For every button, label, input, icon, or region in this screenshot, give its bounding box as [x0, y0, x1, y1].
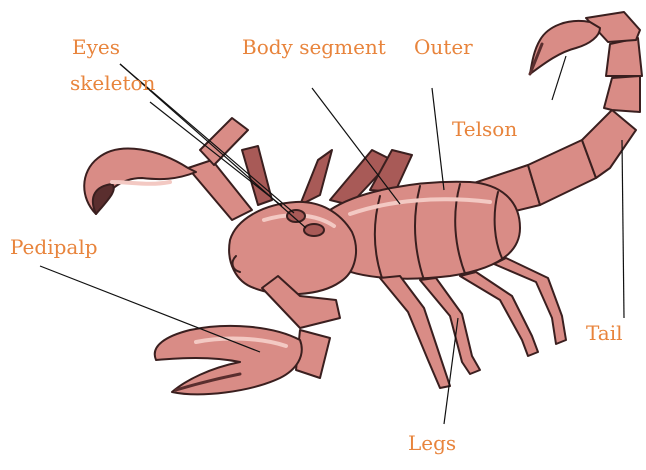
upper-claw — [84, 118, 252, 220]
label-legs: Legs — [408, 432, 456, 454]
leader-tail — [622, 140, 624, 318]
label-telson: Telson — [452, 118, 517, 140]
telson — [530, 21, 600, 74]
leader-legs — [444, 318, 458, 424]
lower-claw — [155, 276, 340, 394]
label-tail: Tail — [586, 322, 623, 344]
leader-outer — [432, 88, 444, 190]
label-pedipalp: Pedipalp — [10, 236, 98, 258]
leader-telson — [552, 56, 566, 100]
label-body-segment: Body segment — [242, 36, 386, 58]
label-outer: Outer — [414, 36, 473, 58]
label-skeleton: skeleton — [70, 72, 155, 94]
leader-pedipalp — [40, 266, 260, 352]
body-segments — [330, 182, 520, 280]
label-eyes: Eyes — [72, 36, 120, 58]
